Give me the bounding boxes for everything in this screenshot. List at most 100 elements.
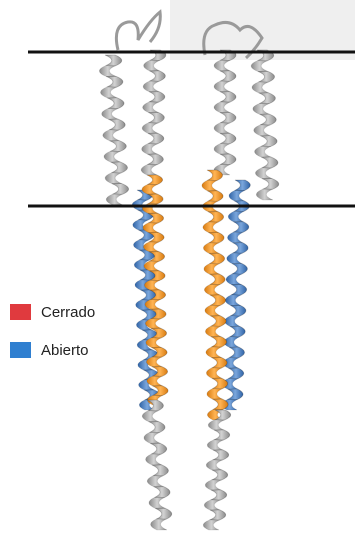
helix-turn: [152, 465, 168, 476]
helix-turn: [203, 243, 219, 253]
helix-turn: [232, 264, 248, 274]
helix-right-blue: [222, 180, 251, 410]
helix-turn: [211, 316, 227, 326]
helix-turn: [235, 180, 251, 190]
helix-turn: [206, 347, 222, 357]
helix-turn: [208, 191, 224, 201]
helix-turn: [104, 151, 121, 162]
helix-turn: [150, 443, 166, 454]
helix-turn: [204, 500, 220, 510]
helix-turn: [232, 243, 248, 253]
legend-item-abierto: Abierto: [10, 338, 95, 362]
helix-turn: [143, 102, 159, 112]
helix-turn: [108, 119, 125, 130]
helix-turn: [142, 123, 158, 133]
helix-turn: [209, 253, 225, 263]
helix-turn: [151, 519, 167, 530]
helix-turn: [210, 510, 226, 520]
helix-turn: [212, 378, 228, 388]
helix-turn: [213, 450, 229, 460]
helix-turn: [105, 55, 122, 66]
helix-turn: [256, 189, 273, 200]
helix-turn: [210, 274, 226, 284]
helix-turn: [142, 411, 158, 422]
helix-turn: [147, 154, 163, 164]
helix-turn: [220, 154, 236, 164]
helix-turn: [252, 82, 269, 93]
helix-turn: [214, 123, 230, 133]
helix-turn: [214, 102, 230, 112]
helix-turn: [206, 460, 222, 470]
helix-turn: [214, 81, 230, 91]
helix-turn: [207, 440, 223, 450]
helix-turn: [147, 175, 163, 185]
helix-turn: [220, 133, 236, 143]
helix-turn: [227, 389, 243, 399]
helix-inner-right-upper: [214, 50, 236, 175]
legend-swatch-abierto: [10, 342, 31, 358]
helix-turn: [229, 190, 245, 200]
helix-turn: [251, 61, 268, 72]
helix-turn: [230, 305, 246, 315]
helix-turn: [146, 454, 162, 465]
helix-turn: [149, 92, 165, 102]
helix-turn: [102, 109, 119, 120]
helix-turn: [214, 144, 230, 154]
helix-turn: [258, 71, 275, 82]
helix-turn: [142, 185, 158, 195]
helix-turn: [211, 490, 227, 500]
helix-turn: [155, 508, 171, 519]
legend-label-cerrado: Cerrado: [41, 304, 95, 321]
helix-turn: [205, 480, 221, 490]
helix-turn: [203, 520, 219, 530]
helix-turn: [112, 184, 129, 195]
helix-turn: [148, 113, 164, 123]
helix-turn: [144, 433, 160, 444]
helix-turn: [259, 93, 276, 104]
helix-turn: [154, 487, 170, 498]
helix-turn: [145, 300, 161, 310]
helix-turn: [212, 358, 228, 368]
helix-turn: [227, 232, 243, 242]
helix-turn: [144, 60, 160, 70]
helix-turn: [146, 338, 162, 348]
helix-turn: [147, 376, 163, 386]
helix-turn: [100, 87, 117, 98]
helix-turn: [142, 144, 158, 154]
helix-turn: [229, 347, 245, 357]
helix-turn: [213, 399, 229, 409]
helix-turn: [214, 430, 230, 440]
helix-turn: [149, 71, 165, 81]
helix-turn: [144, 280, 160, 290]
helix-turn: [261, 157, 278, 168]
helix-turn: [149, 422, 165, 433]
helix-turn: [212, 470, 228, 480]
helix-turn: [204, 285, 220, 295]
legend-item-cerrado: Cerrado: [10, 300, 95, 324]
helix-turn: [145, 319, 161, 329]
helix-turn: [253, 104, 270, 115]
helix-turn: [214, 60, 230, 70]
helix-turn: [220, 113, 236, 123]
helix-turn: [147, 476, 163, 487]
helix-turn: [143, 81, 159, 91]
helix-turn: [227, 253, 243, 263]
helix-turn: [205, 326, 221, 336]
helix-turn: [233, 222, 249, 232]
helix-layer: [99, 50, 279, 530]
helix-turn: [255, 146, 272, 157]
helix-turn: [111, 162, 128, 173]
helix-turn: [143, 223, 159, 233]
helix-turn: [144, 261, 160, 271]
helix-turn: [228, 368, 244, 378]
helix-turn: [105, 173, 122, 184]
legend-swatch-cerrado: [10, 304, 31, 320]
helix-turn: [262, 179, 279, 190]
helix-outer-right: [251, 50, 279, 200]
helix-turn: [202, 180, 218, 190]
helix-turn: [141, 165, 157, 175]
helix-turn: [103, 130, 120, 141]
helix-turn: [148, 133, 164, 143]
helix-turn: [106, 76, 123, 87]
